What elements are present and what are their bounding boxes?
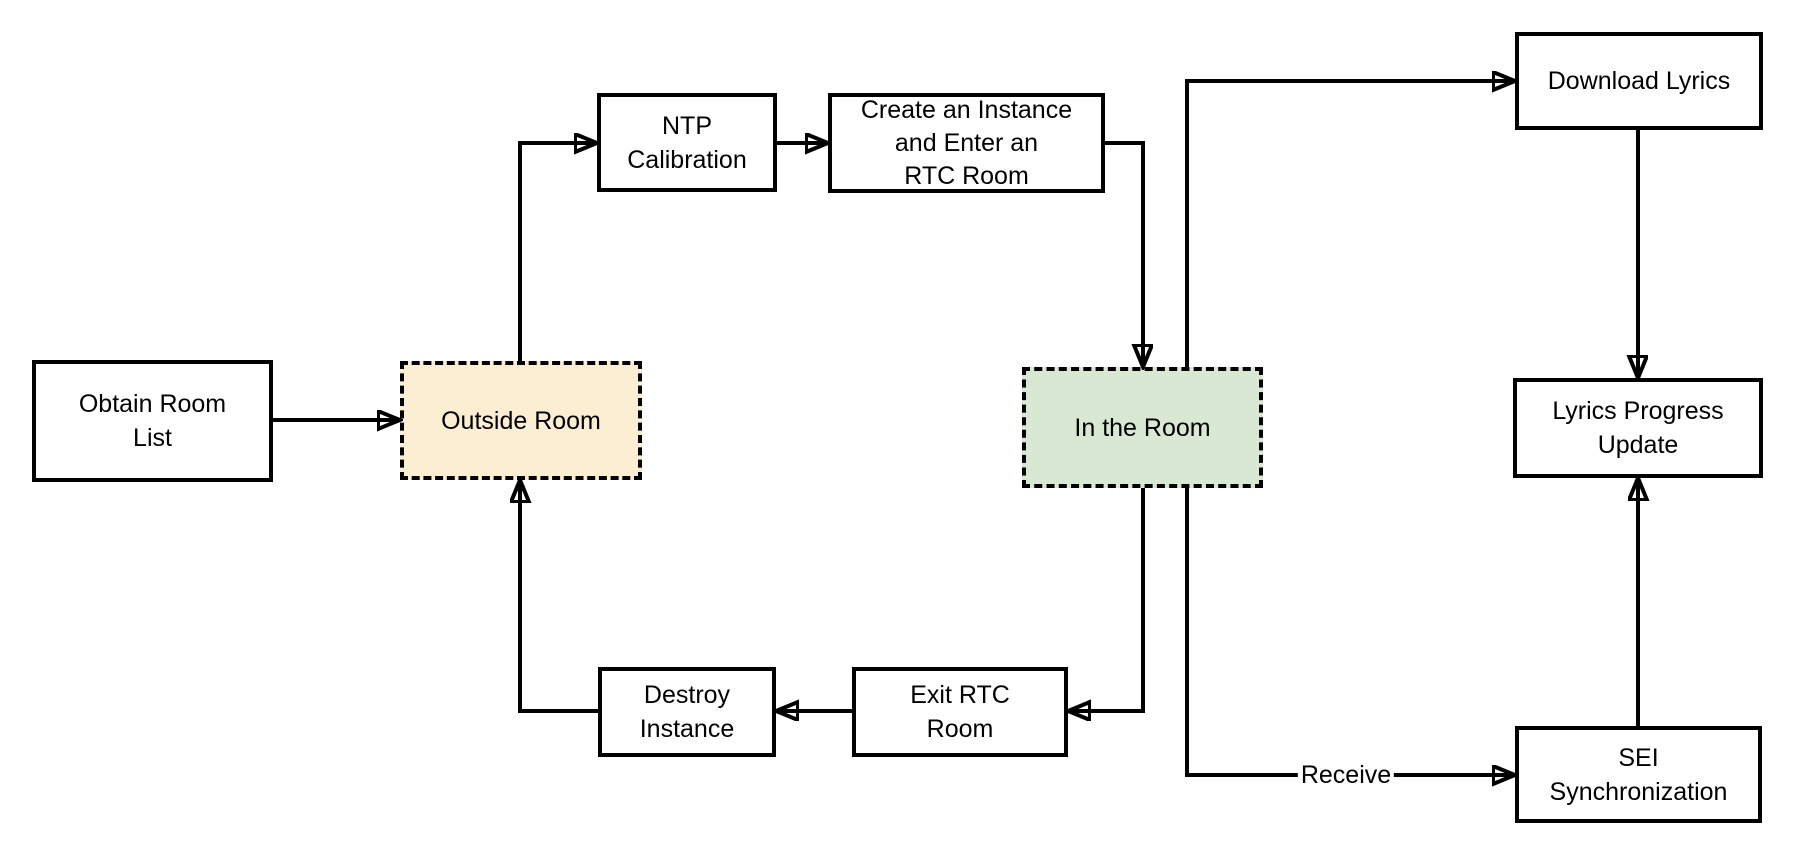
node-label-line: Exit RTC bbox=[910, 681, 1010, 709]
node-sei-synchronization: SEI Synchronization bbox=[1515, 726, 1762, 823]
node-label-line: Room bbox=[926, 715, 994, 743]
edge-in-the-room-to-sei-synchronization bbox=[1185, 488, 1515, 775]
edge-destroy-instance-to-outside-room bbox=[520, 480, 598, 713]
edge-create-instance-to-in-the-room bbox=[1105, 141, 1143, 367]
edge-label-receive: Receive bbox=[1297, 761, 1395, 789]
node-destroy-instance: Destroy Instance bbox=[598, 667, 776, 757]
edge-outside-room-to-ntp-calibration bbox=[518, 143, 597, 361]
edge-in-the-room-to-exit-rtc-room bbox=[1068, 488, 1145, 711]
node-label-line: List bbox=[133, 424, 172, 452]
node-obtain-room-list: Obtain Room List bbox=[32, 360, 273, 482]
node-label-line: In the Room bbox=[1074, 413, 1211, 442]
node-label-line: Outside Room bbox=[441, 406, 601, 435]
node-label-line: Calibration bbox=[627, 145, 747, 174]
node-label-line: Update bbox=[1597, 431, 1679, 459]
node-label-line: Obtain Room bbox=[78, 390, 227, 418]
node-label-line: Download Lyrics bbox=[1547, 67, 1731, 95]
node-label-line: and Enter an bbox=[894, 128, 1039, 157]
node-ntp-calibration: NTP Calibration bbox=[597, 93, 777, 192]
node-lyrics-progress-update: Lyrics Progress Update bbox=[1513, 378, 1763, 478]
node-label-line: Synchronization bbox=[1549, 777, 1728, 806]
node-label-line: NTP bbox=[662, 111, 712, 140]
edge-in-the-room-to-download-lyrics bbox=[1185, 81, 1515, 367]
node-outside-room: Outside Room bbox=[400, 361, 642, 480]
node-label-line: Destroy bbox=[643, 681, 731, 709]
node-label-line: SEI bbox=[1618, 743, 1659, 772]
node-label-line: Create an Instance bbox=[860, 95, 1073, 124]
node-label-line: RTC Room bbox=[904, 161, 1029, 190]
node-create-instance-enter-rtc-room: Create an Instance and Enter an RTC Room bbox=[828, 93, 1105, 193]
node-label-line: Instance bbox=[639, 715, 735, 743]
node-exit-rtc-room: Exit RTC Room bbox=[852, 667, 1068, 757]
node-download-lyrics: Download Lyrics bbox=[1515, 32, 1763, 130]
node-label-line: Lyrics Progress bbox=[1552, 397, 1724, 425]
node-in-the-room: In the Room bbox=[1022, 367, 1263, 488]
